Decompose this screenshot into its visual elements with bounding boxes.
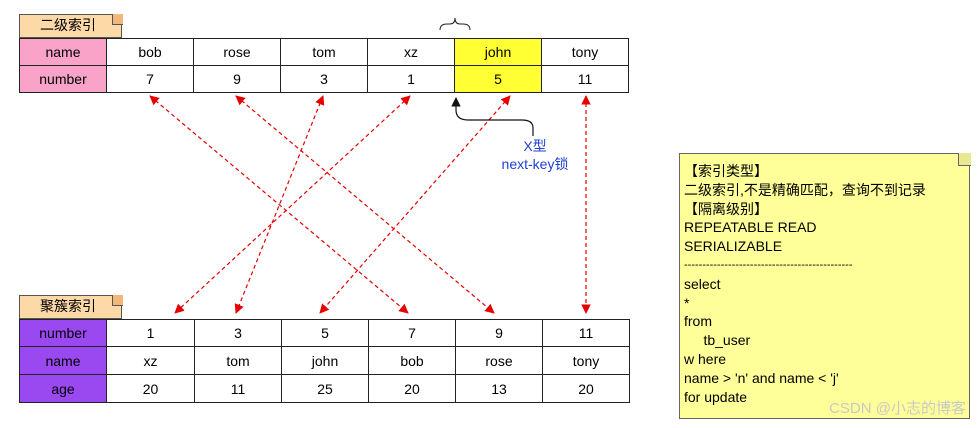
note-line: name > 'n' and name < 'j' <box>684 369 839 386</box>
clustered-age-cell: 11 <box>194 374 282 403</box>
clustered-name-cell: rose <box>455 346 543 375</box>
note-line: select <box>684 275 721 292</box>
clustered-header-name: name <box>19 346 107 375</box>
note-line: REPEATABLE READ <box>684 219 817 236</box>
note-line: ----------------------------------------… <box>684 258 853 271</box>
secondary-name-cell: tom <box>280 38 368 66</box>
clustered-age-cell: 20 <box>106 374 195 403</box>
clustered-tag-fold <box>112 295 123 306</box>
clustered-age-cell: 20 <box>368 374 456 403</box>
clustered-header-age: age <box>19 374 107 403</box>
secondary-index-title: 二级索引 <box>40 17 96 33</box>
clustered-name-cell: bob <box>368 346 456 375</box>
secondary-number-cell-highlight: 5 <box>454 65 542 93</box>
note-line: 【隔离级别】 <box>684 200 768 217</box>
arrow-xz-1 <box>174 95 411 314</box>
clustered-index-title: 聚簇索引 <box>40 298 96 314</box>
secondary-tag-fold <box>112 14 123 25</box>
gap-brace <box>439 17 471 31</box>
note-line: for update <box>684 388 748 405</box>
secondary-header-name: name <box>19 38 107 66</box>
arrow-john-5 <box>319 95 511 314</box>
clustered-age-cell: 13 <box>455 374 543 403</box>
secondary-number-cell: 9 <box>193 65 281 93</box>
note-line: w here <box>684 350 727 367</box>
secondary-name-cell: tony <box>541 38 629 66</box>
note-box: 【索引类型】 二级索引,不是精确匹配，查询不到记录 【隔离级别】 REPEATA… <box>679 153 970 419</box>
clustered-age-cell: 20 <box>542 374 630 403</box>
secondary-number-cell: 11 <box>541 65 629 93</box>
clustered-number-cell: 11 <box>542 319 630 347</box>
clustered-number-cell: 7 <box>368 319 456 347</box>
lock-label: X型 next-key锁 <box>480 137 590 173</box>
secondary-number-cell: 1 <box>367 65 455 93</box>
note-fold <box>958 153 971 166</box>
watermark: CSDN @小志的博客 <box>829 400 966 417</box>
secondary-index-tag: 二级索引 <box>19 14 122 38</box>
clustered-age-cell: 25 <box>281 374 369 403</box>
note-line: 【索引类型】 <box>684 163 768 179</box>
clustered-number-cell: 3 <box>194 319 282 347</box>
arrow-bob-7 <box>149 95 409 314</box>
lock-label-line2: next-key锁 <box>501 156 569 172</box>
lock-pointer-arrow <box>451 97 534 136</box>
clustered-name-cell: tony <box>542 346 630 375</box>
note-line: tb_user <box>684 332 751 349</box>
secondary-number-cell: 7 <box>106 65 194 93</box>
secondary-number-cell: 3 <box>280 65 368 93</box>
note-line: from <box>684 313 712 330</box>
clustered-number-cell: 1 <box>106 319 195 347</box>
note-line: 二级索引,不是精确匹配，查询不到记录 <box>684 181 926 198</box>
note-line: SERIALIZABLE <box>684 238 783 255</box>
lock-label-line1: X型 <box>523 138 547 154</box>
arrow-rose-9 <box>235 95 495 314</box>
note-line: * <box>684 294 690 311</box>
clustered-index-tag: 聚簇索引 <box>19 295 122 319</box>
